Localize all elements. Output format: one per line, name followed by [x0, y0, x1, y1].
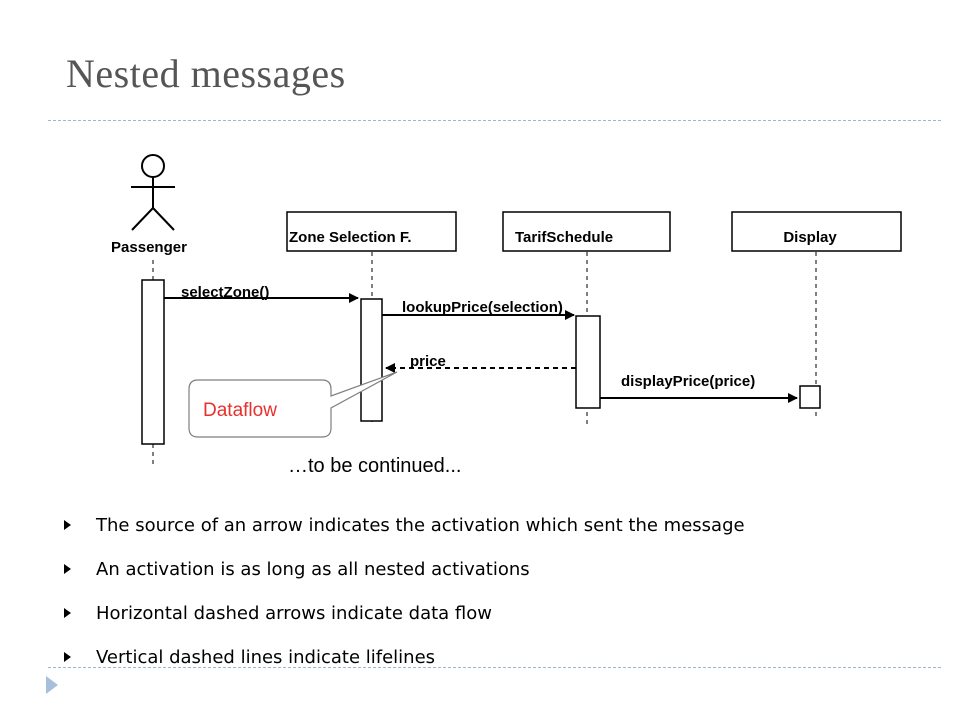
- continued-text: …to be continued...: [288, 455, 462, 477]
- message-select-zone-label: selectZone(): [181, 284, 269, 301]
- actor-passenger-figure: [131, 154, 175, 231]
- object-zone-selection: Zone Selection F.: [286, 211, 457, 252]
- bullet-list: The source of an arrow indicates the act…: [60, 503, 940, 679]
- actor-passenger-label: Passenger: [111, 239, 187, 256]
- message-lookup-price-label: lookupPrice(selection): [402, 299, 563, 316]
- sequence-diagram: Passenger Zone Selection F. TarifSchedul…: [111, 154, 902, 468]
- object-zone-selection-label: Zone Selection F.: [289, 229, 412, 246]
- slide-marker-triangle-icon: [46, 676, 58, 694]
- top-divider: [48, 120, 941, 121]
- bullet-text: An activation is as long as all nested a…: [96, 558, 530, 580]
- bullet-item: The source of an arrow indicates the act…: [60, 503, 940, 547]
- object-display: Display: [731, 211, 902, 252]
- bullet-item: Vertical dashed lines indicate lifelines: [60, 635, 940, 679]
- dataflow-callout: Dataflow: [188, 371, 398, 438]
- object-tarif-schedule: TarifSchedule: [502, 211, 671, 252]
- object-display-label: Display: [783, 229, 837, 246]
- triangle-bullet-icon: [64, 608, 71, 618]
- bullet-text: The source of an arrow indicates the act…: [96, 514, 745, 536]
- dataflow-callout-label: Dataflow: [203, 400, 277, 421]
- bullet-item: Horizontal dashed arrows indicate data f…: [60, 591, 940, 635]
- object-tarif-schedule-label: TarifSchedule: [515, 229, 613, 246]
- activation-zone-selection: [360, 298, 383, 422]
- activation-tarif-schedule: [575, 315, 601, 409]
- triangle-bullet-icon: [64, 520, 71, 530]
- message-display-price-label: displayPrice(price): [621, 373, 755, 390]
- slide-title: Nested messages: [66, 51, 346, 96]
- bullet-item: An activation is as long as all nested a…: [60, 547, 940, 591]
- triangle-bullet-icon: [64, 652, 71, 662]
- message-price-label: price: [410, 353, 446, 370]
- bullet-text: Horizontal dashed arrows indicate data f…: [96, 602, 492, 624]
- activation-display: [799, 385, 821, 409]
- triangle-bullet-icon: [64, 564, 71, 574]
- activation-passenger: [141, 279, 165, 445]
- bottom-divider: [48, 667, 941, 668]
- bullet-text: Vertical dashed lines indicate lifelines: [96, 646, 436, 668]
